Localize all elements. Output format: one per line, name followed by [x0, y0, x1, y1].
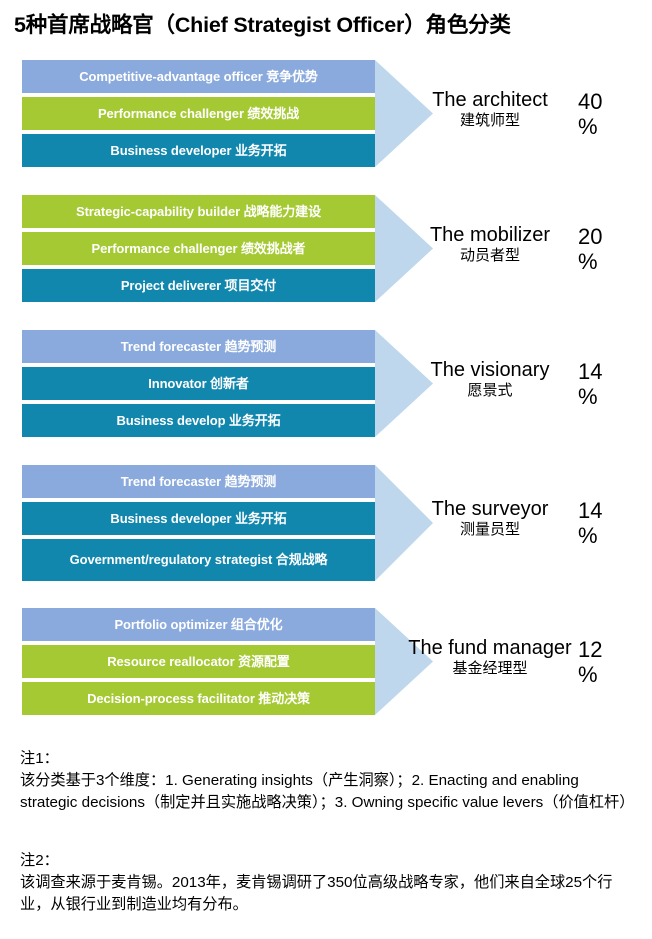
- role-bar[interactable]: Business developer 业务开拓: [22, 502, 375, 535]
- role-label-en: The fund manager: [408, 637, 572, 659]
- role-percentage: 20%: [578, 224, 638, 274]
- role-bar[interactable]: Performance challenger 绩效挑战: [22, 97, 375, 130]
- role-bar[interactable]: Trend forecaster 趋势预测: [22, 330, 375, 363]
- role-percentage-value: 40: [578, 89, 603, 114]
- percent-symbol: %: [578, 114, 598, 139]
- note-1-label: 注1：: [20, 750, 59, 767]
- role-label-zh: 测量员型: [459, 520, 520, 538]
- role-label-en: The architect: [432, 89, 548, 111]
- role-percentage-value: 14: [578, 498, 603, 523]
- arrow-right-icon: [375, 465, 433, 581]
- arrow-right-icon: [375, 330, 433, 437]
- percent-symbol: %: [578, 662, 598, 687]
- role-bar-stack: Competitive-advantage officer 竞争优势 Perfor…: [22, 60, 375, 167]
- percent-symbol: %: [578, 523, 598, 548]
- role-bar[interactable]: Business developer 业务开拓: [22, 134, 375, 167]
- note-1: 注1： 该分类基于3个维度：1. Generating insights（产生洞…: [20, 748, 638, 814]
- percent-symbol: %: [578, 249, 598, 274]
- role-label-zh: 基金经理型: [452, 659, 528, 677]
- role-bar[interactable]: Decision-process facilitator 推动决策: [22, 682, 375, 715]
- arrow-right-icon: [375, 608, 433, 715]
- role-bar[interactable]: Performance challenger 绩效挑战者: [22, 232, 375, 265]
- role-bar[interactable]: Resource reallocator 资源配置: [22, 645, 375, 678]
- note-1-body: 该分类基于3个维度：1. Generating insights（产生洞察）；2…: [20, 772, 635, 811]
- role-percentage-value: 14: [578, 359, 603, 384]
- role-label-en: The visionary: [430, 359, 550, 381]
- note-2-body: 该调查来源于麦肯锡。2013年，麦肯锡调研了350位高级战略专家，他们来自全球2…: [20, 874, 613, 913]
- role-bar[interactable]: Business develop 业务开拓: [22, 404, 375, 437]
- role-bar-stack: Strategic-capability builder 战略能力建设 Perfo…: [22, 195, 375, 302]
- note-2-label: 注2：: [20, 852, 59, 869]
- page-title: 5种首席战略官（Chief Strategist Officer）角色分类: [14, 13, 511, 37]
- note-2: 注2： 该调查来源于麦肯锡。2013年，麦肯锡调研了350位高级战略专家，他们来…: [20, 850, 638, 916]
- role-bar[interactable]: Government/regulatory strategist 合规战略: [22, 539, 375, 581]
- role-percentage-value: 20: [578, 224, 603, 249]
- role-percentage: 14%: [578, 498, 638, 548]
- role-label-zh: 愿景式: [467, 381, 513, 399]
- role-percentage: 12%: [578, 637, 638, 687]
- role-bar[interactable]: Competitive-advantage officer 竞争优势: [22, 60, 375, 93]
- role-bar[interactable]: Strategic-capability builder 战略能力建设: [22, 195, 375, 228]
- role-bar-stack: Portfolio optimizer 组合优化 Resource realloc…: [22, 608, 375, 715]
- arrow-right-icon: [375, 60, 433, 167]
- role-label-en: The surveyor: [431, 498, 549, 520]
- role-label-zh: 建筑师型: [459, 111, 520, 129]
- role-bar-stack: Trend forecaster 趋势预测 Innovator 创新者 Busine…: [22, 330, 375, 437]
- role-label-en: The mobilizer: [429, 224, 551, 246]
- role-bar[interactable]: Innovator 创新者: [22, 367, 375, 400]
- role-percentage: 40%: [578, 89, 638, 139]
- role-label-zh: 动员者型: [459, 246, 520, 264]
- arrow-right-icon: [375, 195, 433, 302]
- role-bar[interactable]: Project deliverer 项目交付: [22, 269, 375, 302]
- role-bar-stack: Trend forecaster 趋势预测 Business developer …: [22, 465, 375, 581]
- role-percentage-value: 12: [578, 637, 603, 662]
- role-bar[interactable]: Trend forecaster 趋势预测: [22, 465, 375, 498]
- percent-symbol: %: [578, 384, 598, 409]
- role-percentage: 14%: [578, 359, 638, 409]
- role-bar[interactable]: Portfolio optimizer 组合优化: [22, 608, 375, 641]
